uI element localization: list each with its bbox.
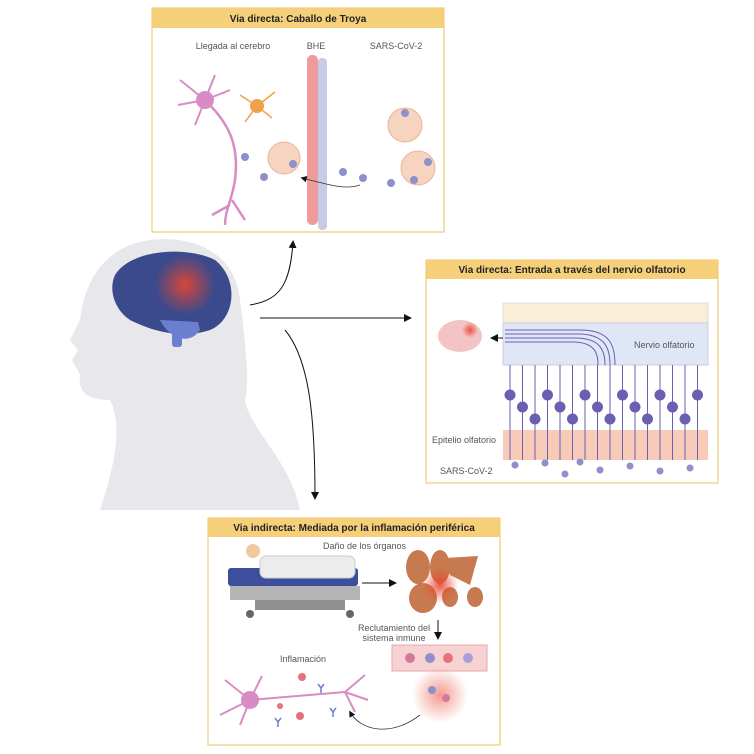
olfactory-neuron-body xyxy=(592,401,603,413)
panel-title: Via directa: Entrada a través del nervio… xyxy=(458,265,685,276)
olfactory-neuron-body xyxy=(667,401,678,413)
organs-icon xyxy=(406,550,483,613)
label-inflammation: Inflamación xyxy=(280,654,326,664)
infected-cell-icon xyxy=(267,141,301,175)
olfactory-neuron-body xyxy=(529,413,541,425)
neuron-icon xyxy=(177,74,247,226)
panel-title: Via indirecta: Mediada por la inflamació… xyxy=(233,523,475,534)
nerve-fibers xyxy=(505,329,616,366)
virus-particle xyxy=(596,466,604,474)
hospital-bed-icon xyxy=(228,544,360,618)
head-illustration xyxy=(70,239,300,511)
virus-particle xyxy=(686,464,694,472)
label-olfactory-epithelium: Epitelio olfatorio xyxy=(432,435,496,445)
label-organ-damage: Daño de los órganos xyxy=(323,541,407,551)
olfactory-neuron-body xyxy=(642,413,653,425)
label-brain-arrival: Llegada al cerebro xyxy=(196,41,271,51)
virus-particle xyxy=(576,458,584,466)
antibodies xyxy=(274,683,337,727)
olfactory-neuron-body xyxy=(567,413,578,425)
virus-particles xyxy=(241,109,432,187)
olfactory-neuron-body xyxy=(679,413,691,425)
olfactory-neuron-body xyxy=(554,401,566,413)
olfactory-neuron-body xyxy=(692,389,703,401)
panel-title: Via directa: Caballo de Troya xyxy=(230,14,367,25)
label-sars-cov-2: SARS-CoV-2 xyxy=(440,466,493,476)
label-olfactory-nerve: Nervio olfatorio xyxy=(634,340,695,350)
panel-indirect: Via indirecta: Mediada por la inflamació… xyxy=(207,517,501,746)
olfactory-neuron-body xyxy=(517,401,528,413)
label-immune-recruitment-1: Reclutamiento del xyxy=(358,623,430,633)
virus-particle xyxy=(561,470,569,478)
olfactory-neuron-body xyxy=(617,389,628,401)
virus-particle xyxy=(511,461,519,469)
small-brain-icon xyxy=(438,320,482,352)
olfactory-epithelium xyxy=(503,365,708,460)
virus-particle xyxy=(541,459,549,467)
arrow-to-trojan xyxy=(249,240,297,306)
blood-vessel-icon xyxy=(391,644,488,723)
olfactory-neuron-body xyxy=(604,413,616,425)
olfactory-neuron-body xyxy=(542,389,553,401)
panel-trojan-horse: Via directa: Caballo de Troya Llegada al… xyxy=(151,7,445,233)
virus-particle xyxy=(656,467,664,475)
panel-olfactory-nerve: Via directa: Entrada a través del nervio… xyxy=(425,259,719,484)
label-sars-cov-2: SARS-CoV-2 xyxy=(370,41,423,51)
blood-brain-barrier-icon xyxy=(307,55,327,230)
olfactory-neuron-body xyxy=(629,401,641,413)
virus-particle xyxy=(626,462,634,470)
cytokines xyxy=(277,673,306,720)
olfactory-neuron-body xyxy=(504,389,516,401)
olfactory-neuron-body xyxy=(579,389,591,401)
astrocyte-icon xyxy=(239,91,276,123)
arrow-to-indirect xyxy=(284,329,319,500)
label-immune-recruitment-2: sistema inmune xyxy=(362,633,425,643)
olfactory-neuron-body xyxy=(654,389,666,401)
neuron-icon xyxy=(219,674,369,726)
label-bbb: BHE xyxy=(307,41,326,51)
